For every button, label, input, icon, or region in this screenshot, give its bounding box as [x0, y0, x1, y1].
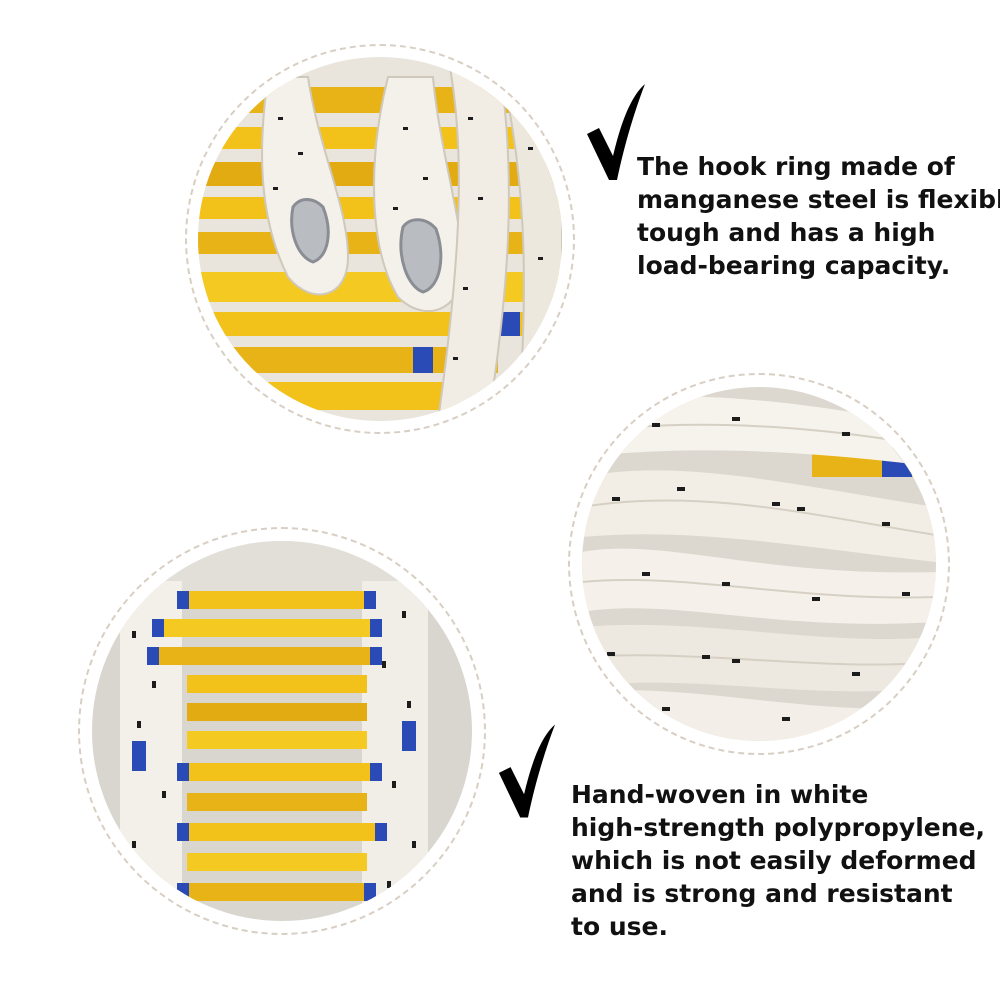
- photo-frame-ring-1: [185, 44, 575, 434]
- ladder-photo: [92, 541, 472, 921]
- feature-2-line-1: Hand-woven in white: [571, 780, 869, 809]
- ladder-rungs: [157, 591, 377, 901]
- feature-1-line-3: tough and has a high: [637, 218, 936, 247]
- rope-closeup-illustration: [582, 387, 936, 741]
- photo-frame-ring-2: [568, 373, 950, 755]
- feature-1-line-2: manganese steel is flexible,: [637, 185, 1000, 214]
- feature-1-caption: The hook ring made of manganese steel is…: [637, 150, 1000, 282]
- feature-2-line-3: which is not easily deformed: [571, 846, 977, 875]
- braided-ropes: [582, 396, 936, 741]
- ladder-side-ropes: [120, 581, 428, 921]
- blue-clips: [132, 591, 416, 901]
- checkmark-icon: [498, 724, 556, 818]
- feature-2-line-2: high-strength polypropylene,: [571, 813, 986, 842]
- feature-1-line-4: load-bearing capacity.: [637, 251, 951, 280]
- photo-frame-ring-3: [78, 527, 486, 935]
- feature-1-line-1: The hook ring made of: [637, 152, 955, 181]
- rope-flecks: [273, 117, 543, 360]
- feature-2-line-5: to use.: [571, 912, 668, 941]
- ladder-illustration: [92, 541, 472, 921]
- feature-2-caption: Hand-woven in white high-strength polypr…: [571, 778, 985, 943]
- rope-closeup-photo: [582, 387, 936, 741]
- feature-2-line-4: and is strong and resistant: [571, 879, 953, 908]
- hook-ring-illustration: [198, 57, 562, 421]
- hook-ring-photo: [198, 57, 562, 421]
- checkmark-icon: [587, 84, 645, 180]
